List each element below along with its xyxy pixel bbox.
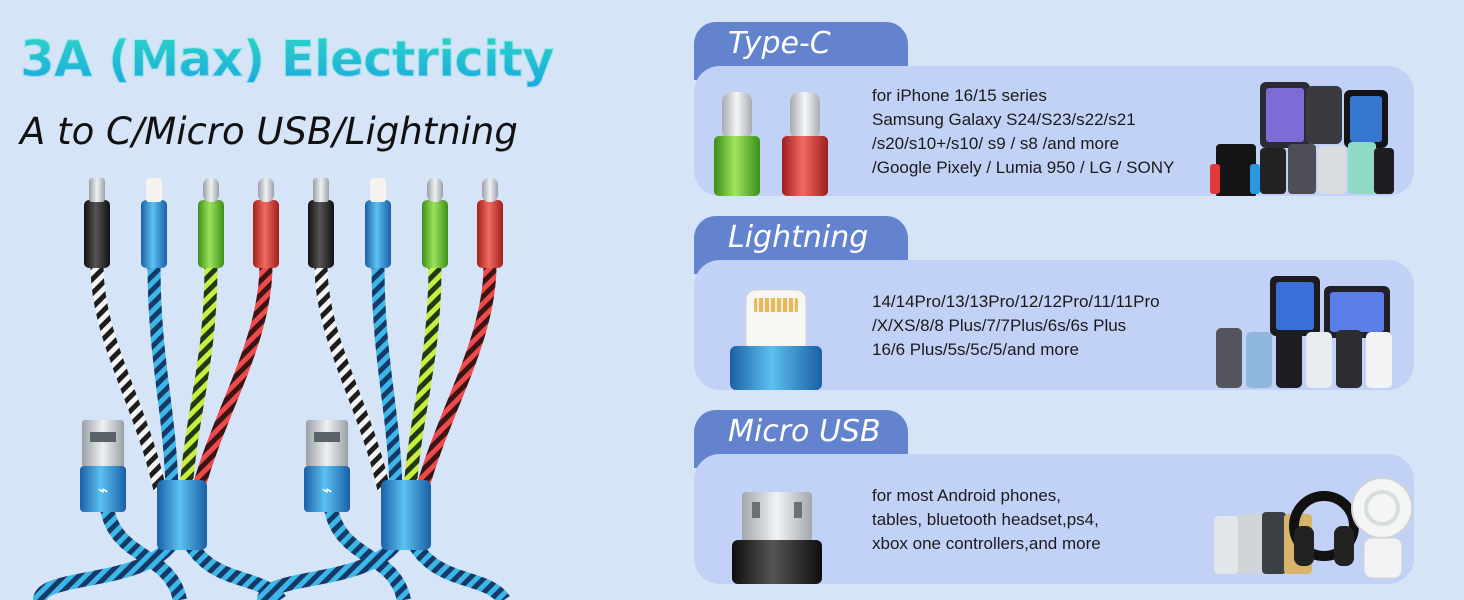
section-micro-usb: Micro USB for most Android phones, table… — [694, 410, 1414, 584]
cable-product-illustration: ⌁ — [0, 170, 680, 600]
compatible-devices-image — [1214, 477, 1413, 579]
compatible-devices-image — [1216, 276, 1392, 388]
micro-usb-connector-icon — [732, 492, 822, 584]
section-description-type-c: for iPhone 16/15 series Samsung Galaxy S… — [872, 84, 1174, 180]
description-line: 16/6 Plus/5s/5c/5/and more — [872, 340, 1079, 359]
headline: 3A (Max) Electricity — [20, 30, 556, 89]
section-type-c: Type-C for iPhone 16/15 series Samsung G… — [694, 22, 1414, 196]
section-card-micro-usb: for most Android phones, tables, bluetoo… — [694, 454, 1414, 584]
description-line: for iPhone 16/15 series — [872, 86, 1047, 105]
description-line: /s20/s10+/s10/ s9 / s8 /and more — [872, 134, 1120, 153]
description-line: xbox one controllers,and more — [872, 534, 1101, 553]
subheadline: A to C/Micro USB/Lightning — [20, 110, 518, 153]
lightning-connector-icon — [730, 289, 822, 390]
description-line: 14/14Pro/13/13Pro/12/12Pro/11/11Pro — [872, 292, 1160, 311]
type-c-connector-icon — [714, 92, 828, 196]
description-line: /Google Pixely / Lumia 950 / LG / SONY — [872, 158, 1175, 177]
section-lightning: Lightning 14/14Pro/13/13Pro/12/12Pro/11/… — [694, 216, 1414, 390]
description-line: /X/XS/8/8 Plus/7/7Plus/6s/6s Plus — [872, 316, 1127, 335]
description-line: tables, bluetooth headset,ps4, — [872, 510, 1099, 529]
compatible-devices-image — [1210, 82, 1394, 196]
description-line: Samsung Galaxy S24/S23/s22/s21 — [872, 110, 1136, 129]
cable-set-left — [40, 178, 280, 600]
description-line: for most Android phones, — [872, 486, 1062, 505]
section-card-type-c: for iPhone 16/15 series Samsung Galaxy S… — [694, 66, 1414, 196]
section-description-lightning: 14/14Pro/13/13Pro/12/12Pro/11/11Pro /X/X… — [872, 290, 1160, 362]
section-card-lightning: 14/14Pro/13/13Pro/12/12Pro/11/11Pro /X/X… — [694, 260, 1414, 390]
cable-set-right — [264, 178, 504, 600]
section-description-micro-usb: for most Android phones, tables, bluetoo… — [872, 484, 1101, 556]
